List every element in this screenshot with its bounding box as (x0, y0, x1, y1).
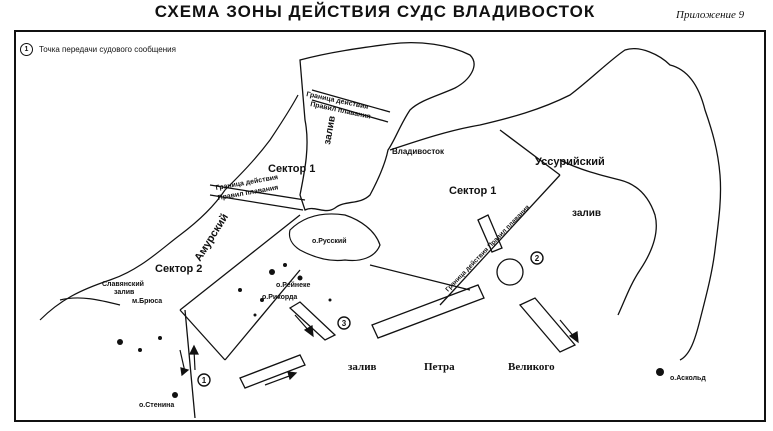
label-o-rikorda: о.Рикорда (262, 294, 297, 301)
label-o-stenina: о.Стенина (139, 402, 174, 409)
label-boundary-3: Граница действия Правил плавания (444, 203, 532, 293)
label-ussuriysky: Уссурийский (535, 156, 605, 168)
label-zaliv-vertical: залив (322, 115, 338, 146)
legend: 1 Точка передачи судового сообщения (20, 43, 176, 56)
label-sector2: Сектор 2 (155, 263, 202, 275)
sector-boundaries (179, 89, 561, 419)
label-vladivostok: Владивосток (392, 147, 445, 156)
label-zaliv-petra-1: залив (348, 361, 377, 373)
small-islands (117, 263, 664, 398)
reporting-point-3: 3 (337, 316, 351, 330)
map-frame (14, 30, 766, 422)
label-slaviansky: Славянский (102, 280, 144, 288)
label-sector1-east: Сектор 1 (449, 185, 496, 197)
reporting-point-icon: 1 (20, 43, 33, 56)
label-o-reynike: о.Рейнеке (276, 281, 311, 289)
svg-text:2: 2 (535, 254, 540, 263)
legend-text: Точка передачи судового сообщения (39, 45, 176, 54)
label-o-askold: о.Аскольд (670, 375, 706, 382)
label-m-bryusa: м.Брюса (132, 298, 162, 305)
label-zaliv-petra-3: Великого (508, 361, 555, 373)
traffic-arrows (179, 314, 579, 386)
traffic-lanes (239, 214, 577, 389)
label-ussuriysky-zaliv: залив (572, 208, 601, 219)
west-coast (39, 94, 299, 321)
map-title: СХЕМА ЗОНЫ ДЕЙСТВИЯ СУДС ВЛАДИВОСТОК (154, 2, 596, 21)
muravyov-peninsula (299, 41, 475, 212)
label-zaliv-petra-2: Петра (424, 361, 455, 373)
anchorage-circle (496, 258, 524, 286)
ussuri-coast (389, 48, 722, 361)
reporting-point-1: 1 (197, 373, 211, 387)
label-o-russky: о.Русский (312, 237, 347, 245)
russky-island (288, 213, 381, 262)
label-sector1-west: Сектор 1 (268, 163, 315, 175)
reporting-point-2: 2 (530, 251, 544, 265)
appendix-label: Приложение 9 (676, 9, 745, 21)
label-slaviansky-zaliv: залив (114, 289, 135, 296)
svg-text:1: 1 (202, 376, 207, 385)
svg-text:3: 3 (342, 319, 347, 328)
